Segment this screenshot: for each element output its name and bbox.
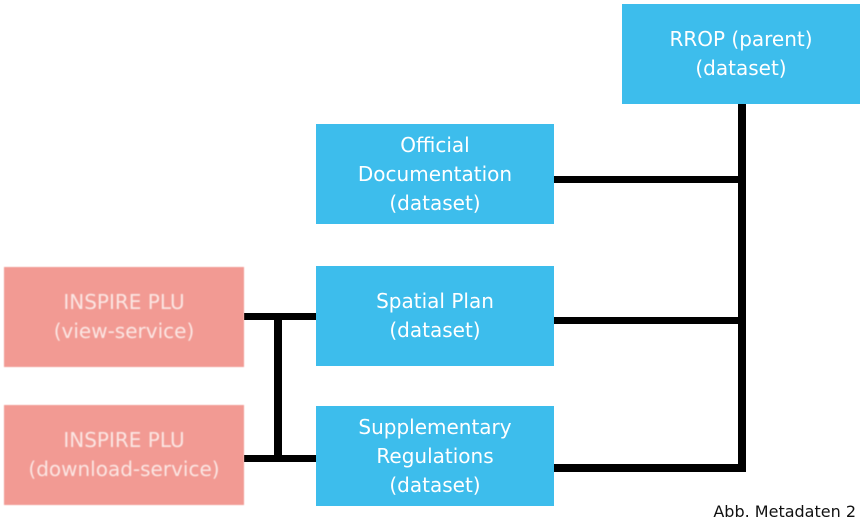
inspire-view-label-line1: INSPIRE PLU [63,290,185,314]
rrop-trunk-line [738,104,746,472]
rrop-label-line2: (dataset) [695,56,787,80]
official-doc-label-line1: Official [400,132,470,157]
spatial-plan-connector [554,317,746,324]
spatial-plan-label-line1: Spatial Plan [376,289,494,313]
service-bridge-line [274,313,282,462]
supplementary-label-line2: Regulations [376,443,494,468]
inspire-download-label-line1: INSPIRE PLU [63,428,185,452]
supplementary-label-line1: Supplementary [358,414,512,439]
inspire-view-service-node: INSPIRE PLU (view-service) [4,267,244,367]
supplementary-regulations-node: Supplementary Regulations (dataset) [316,406,554,506]
inspire-download-service-node: INSPIRE PLU (download-service) [4,405,244,505]
supplementary-label-line3: (dataset) [389,472,481,497]
inspire-download-label-line2: (download-service) [28,457,220,481]
official-documentation-node: Official Documentation (dataset) [316,124,554,224]
rrop-parent-node: RROP (parent) (dataset) [622,4,860,104]
supplementary-connector [554,464,746,472]
rrop-label-line1: RROP (parent) [669,27,813,51]
figure-caption: Abb. Metadaten 2 [713,502,856,521]
official-doc-label-line2: Documentation [357,161,513,186]
official-doc-connector [554,176,746,183]
inspire-view-label-line2: (view-service) [53,319,195,343]
spatial-plan-label-line2: (dataset) [389,318,481,342]
spatial-plan-node: Spatial Plan (dataset) [316,266,554,366]
official-doc-label-line3: (dataset) [389,190,481,215]
